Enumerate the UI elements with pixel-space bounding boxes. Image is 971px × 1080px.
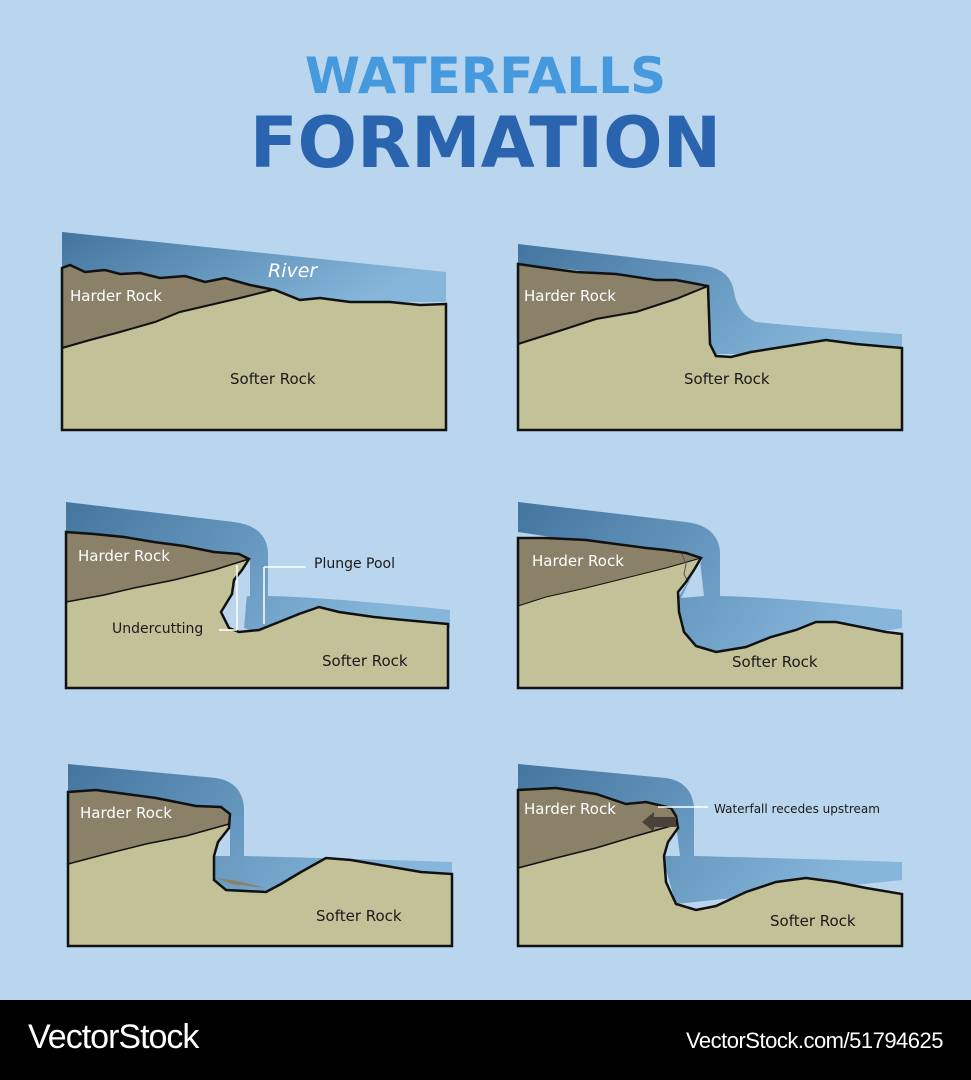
panel-step-1: River Harder Rock Softer Rock: [60, 232, 450, 434]
label-harder-rock: Harder Rock: [524, 800, 616, 818]
label-waterfall-recedes: Waterfall recedes upstream: [714, 802, 880, 816]
panel-step-3: Harder Rock Plunge Pool Undercutting Sof…: [64, 502, 454, 692]
panel-step-5: Harder Rock Softer Rock: [66, 764, 456, 948]
brand-logo: VectorStock: [28, 1018, 199, 1056]
label-softer-rock: Softer Rock: [732, 653, 818, 671]
label-softer-rock: Softer Rock: [770, 912, 856, 930]
label-harder-rock: Harder Rock: [524, 287, 616, 305]
panel-step-6: Harder Rock Waterfall recedes upstream S…: [516, 764, 906, 948]
label-softer-rock: Softer Rock: [684, 370, 770, 388]
title-formation: FORMATION: [249, 102, 722, 184]
label-river: River: [268, 260, 318, 282]
label-harder-rock: Harder Rock: [70, 287, 162, 305]
arrow-left-icon: [642, 812, 676, 832]
label-softer-rock: Softer Rock: [230, 370, 316, 388]
reference-link: VectorStock.com/51794625: [685, 1028, 944, 1053]
title-waterfalls: WATERFALLS: [304, 47, 667, 105]
label-harder-rock: Harder Rock: [532, 552, 624, 570]
panel-step-2: Harder Rock Softer Rock: [516, 244, 906, 434]
diagram-step-2: [516, 244, 904, 432]
diagram-step-6: [516, 764, 904, 948]
diagram-step-3: [64, 502, 450, 690]
label-undercutting: Undercutting: [112, 621, 204, 637]
diagram-step-4: [516, 502, 904, 690]
label-softer-rock: Softer Rock: [322, 652, 408, 670]
panel-step-4: Harder Rock Softer Rock: [516, 502, 906, 692]
diagram-step-1: [60, 232, 448, 432]
label-harder-rock: Harder Rock: [78, 547, 170, 565]
label-softer-rock: Softer Rock: [316, 907, 402, 925]
label-plunge-pool: Plunge Pool: [314, 556, 395, 572]
label-harder-rock: Harder Rock: [80, 804, 172, 822]
diagram-step-5: [66, 764, 454, 948]
footer-bar: VectorStock VectorStock.com/51794625: [0, 1000, 971, 1080]
